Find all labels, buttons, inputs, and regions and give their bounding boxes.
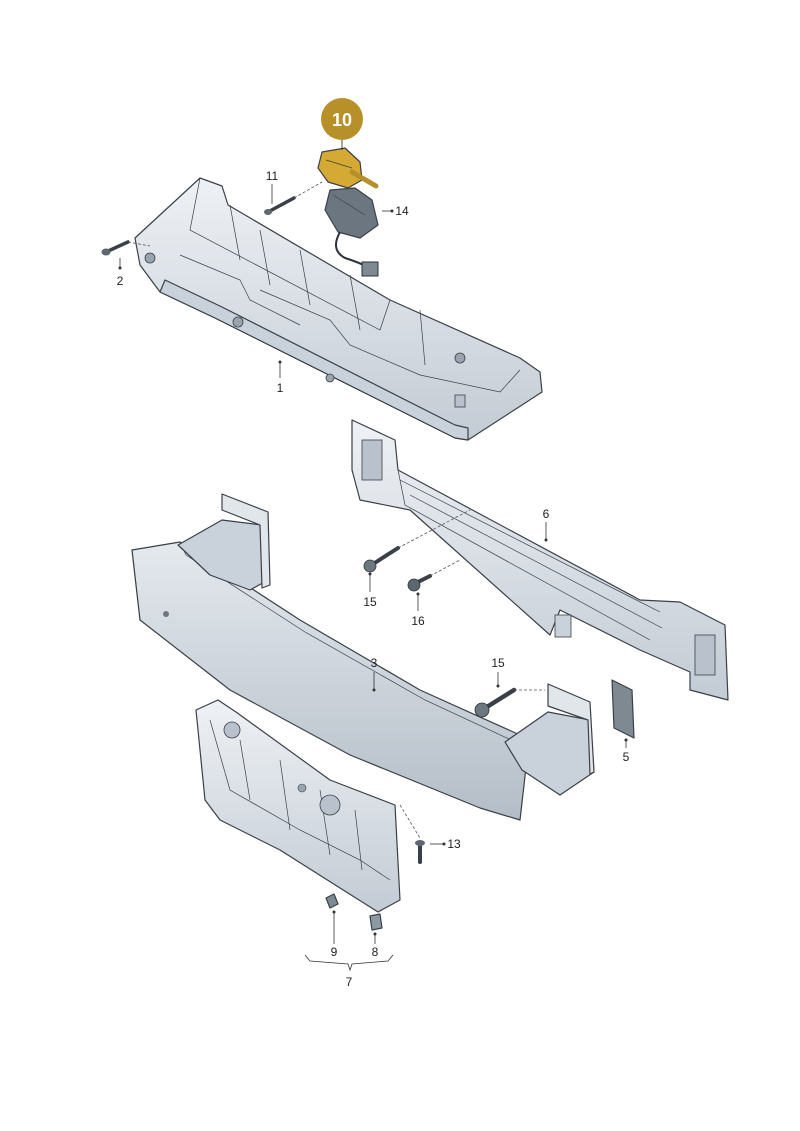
callout-10-badge[interactable]: 10: [321, 98, 363, 150]
callout-labels: 11 2 14 1 6 15 16 3 15 5 13 9 8 7: [117, 169, 630, 989]
callout-10-label: 10: [332, 110, 352, 130]
callout-8[interactable]: 8: [372, 945, 379, 959]
bolt-15: [474, 687, 517, 718]
callout-9[interactable]: 9: [331, 945, 338, 959]
lock-carrier-upper: [134, 177, 543, 441]
pad-5: [611, 679, 635, 739]
contact-switch-highlighted: [317, 147, 379, 189]
bonnet-lock: [324, 187, 379, 277]
callout-6[interactable]: 6: [543, 507, 550, 521]
carrier-rail: [351, 419, 729, 701]
callout-1[interactable]: 1: [277, 381, 284, 395]
callout-11[interactable]: 11: [266, 169, 279, 183]
callout-16[interactable]: 16: [411, 614, 425, 628]
callout-10-circle: [321, 98, 363, 140]
clip-8: [369, 913, 383, 931]
callout-14[interactable]: 15: [363, 595, 377, 609]
callout-7[interactable]: 7: [346, 975, 353, 989]
bumper-beam: [131, 493, 595, 821]
bracket-assembly: [195, 699, 401, 913]
bolt-16: [407, 574, 432, 592]
callout-12[interactable]: 14: [395, 204, 409, 218]
callout-15[interactable]: 15: [491, 656, 505, 670]
leader-lines: [118, 181, 628, 972]
callout-2[interactable]: 2: [117, 274, 124, 288]
clip-9: [325, 893, 339, 909]
screw-14: [363, 546, 400, 573]
callout-13[interactable]: 13: [447, 837, 461, 851]
callout-3[interactable]: 3: [371, 656, 378, 670]
screw-13: [415, 840, 425, 864]
screw-2: [101, 240, 130, 256]
screw-11: [264, 196, 296, 215]
callout-5[interactable]: 5: [623, 750, 630, 764]
